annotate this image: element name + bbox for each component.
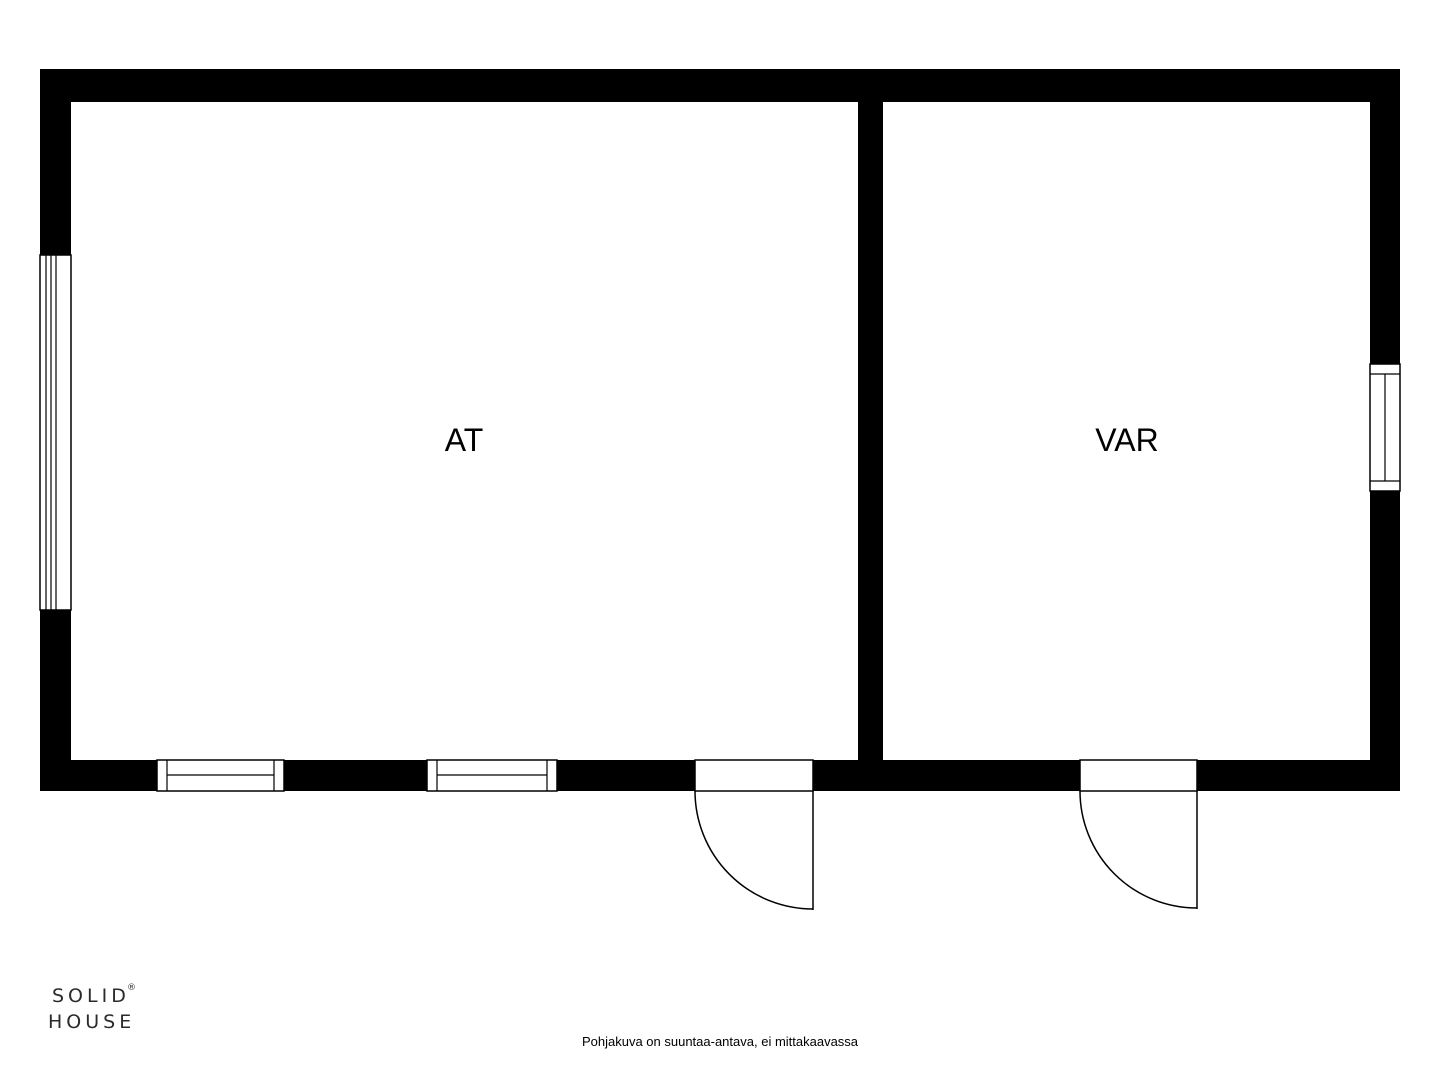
logo-line-2: HOUSE — [48, 1011, 135, 1033]
logo-line-1: SOLID — [52, 985, 130, 1007]
room-label-storage: VAR — [1095, 422, 1158, 458]
walls — [40, 69, 1400, 791]
window-left — [39, 254, 72, 611]
wall-top — [40, 69, 1400, 102]
window-bottom-1 — [156, 759, 285, 792]
logo-registered-mark: ® — [127, 983, 136, 993]
window-bottom-2 — [426, 759, 558, 792]
disclaimer-text: Pohjakuva on suuntaa-antava, ei mittakaa… — [581, 1034, 859, 1049]
door-living — [694, 759, 814, 910]
window-right — [1369, 363, 1401, 492]
door-storage — [1079, 759, 1198, 909]
room-label-living: AT — [445, 422, 484, 458]
solid-house-logo: SOLID ® HOUSE — [48, 983, 136, 1033]
wall-partition — [858, 69, 883, 791]
